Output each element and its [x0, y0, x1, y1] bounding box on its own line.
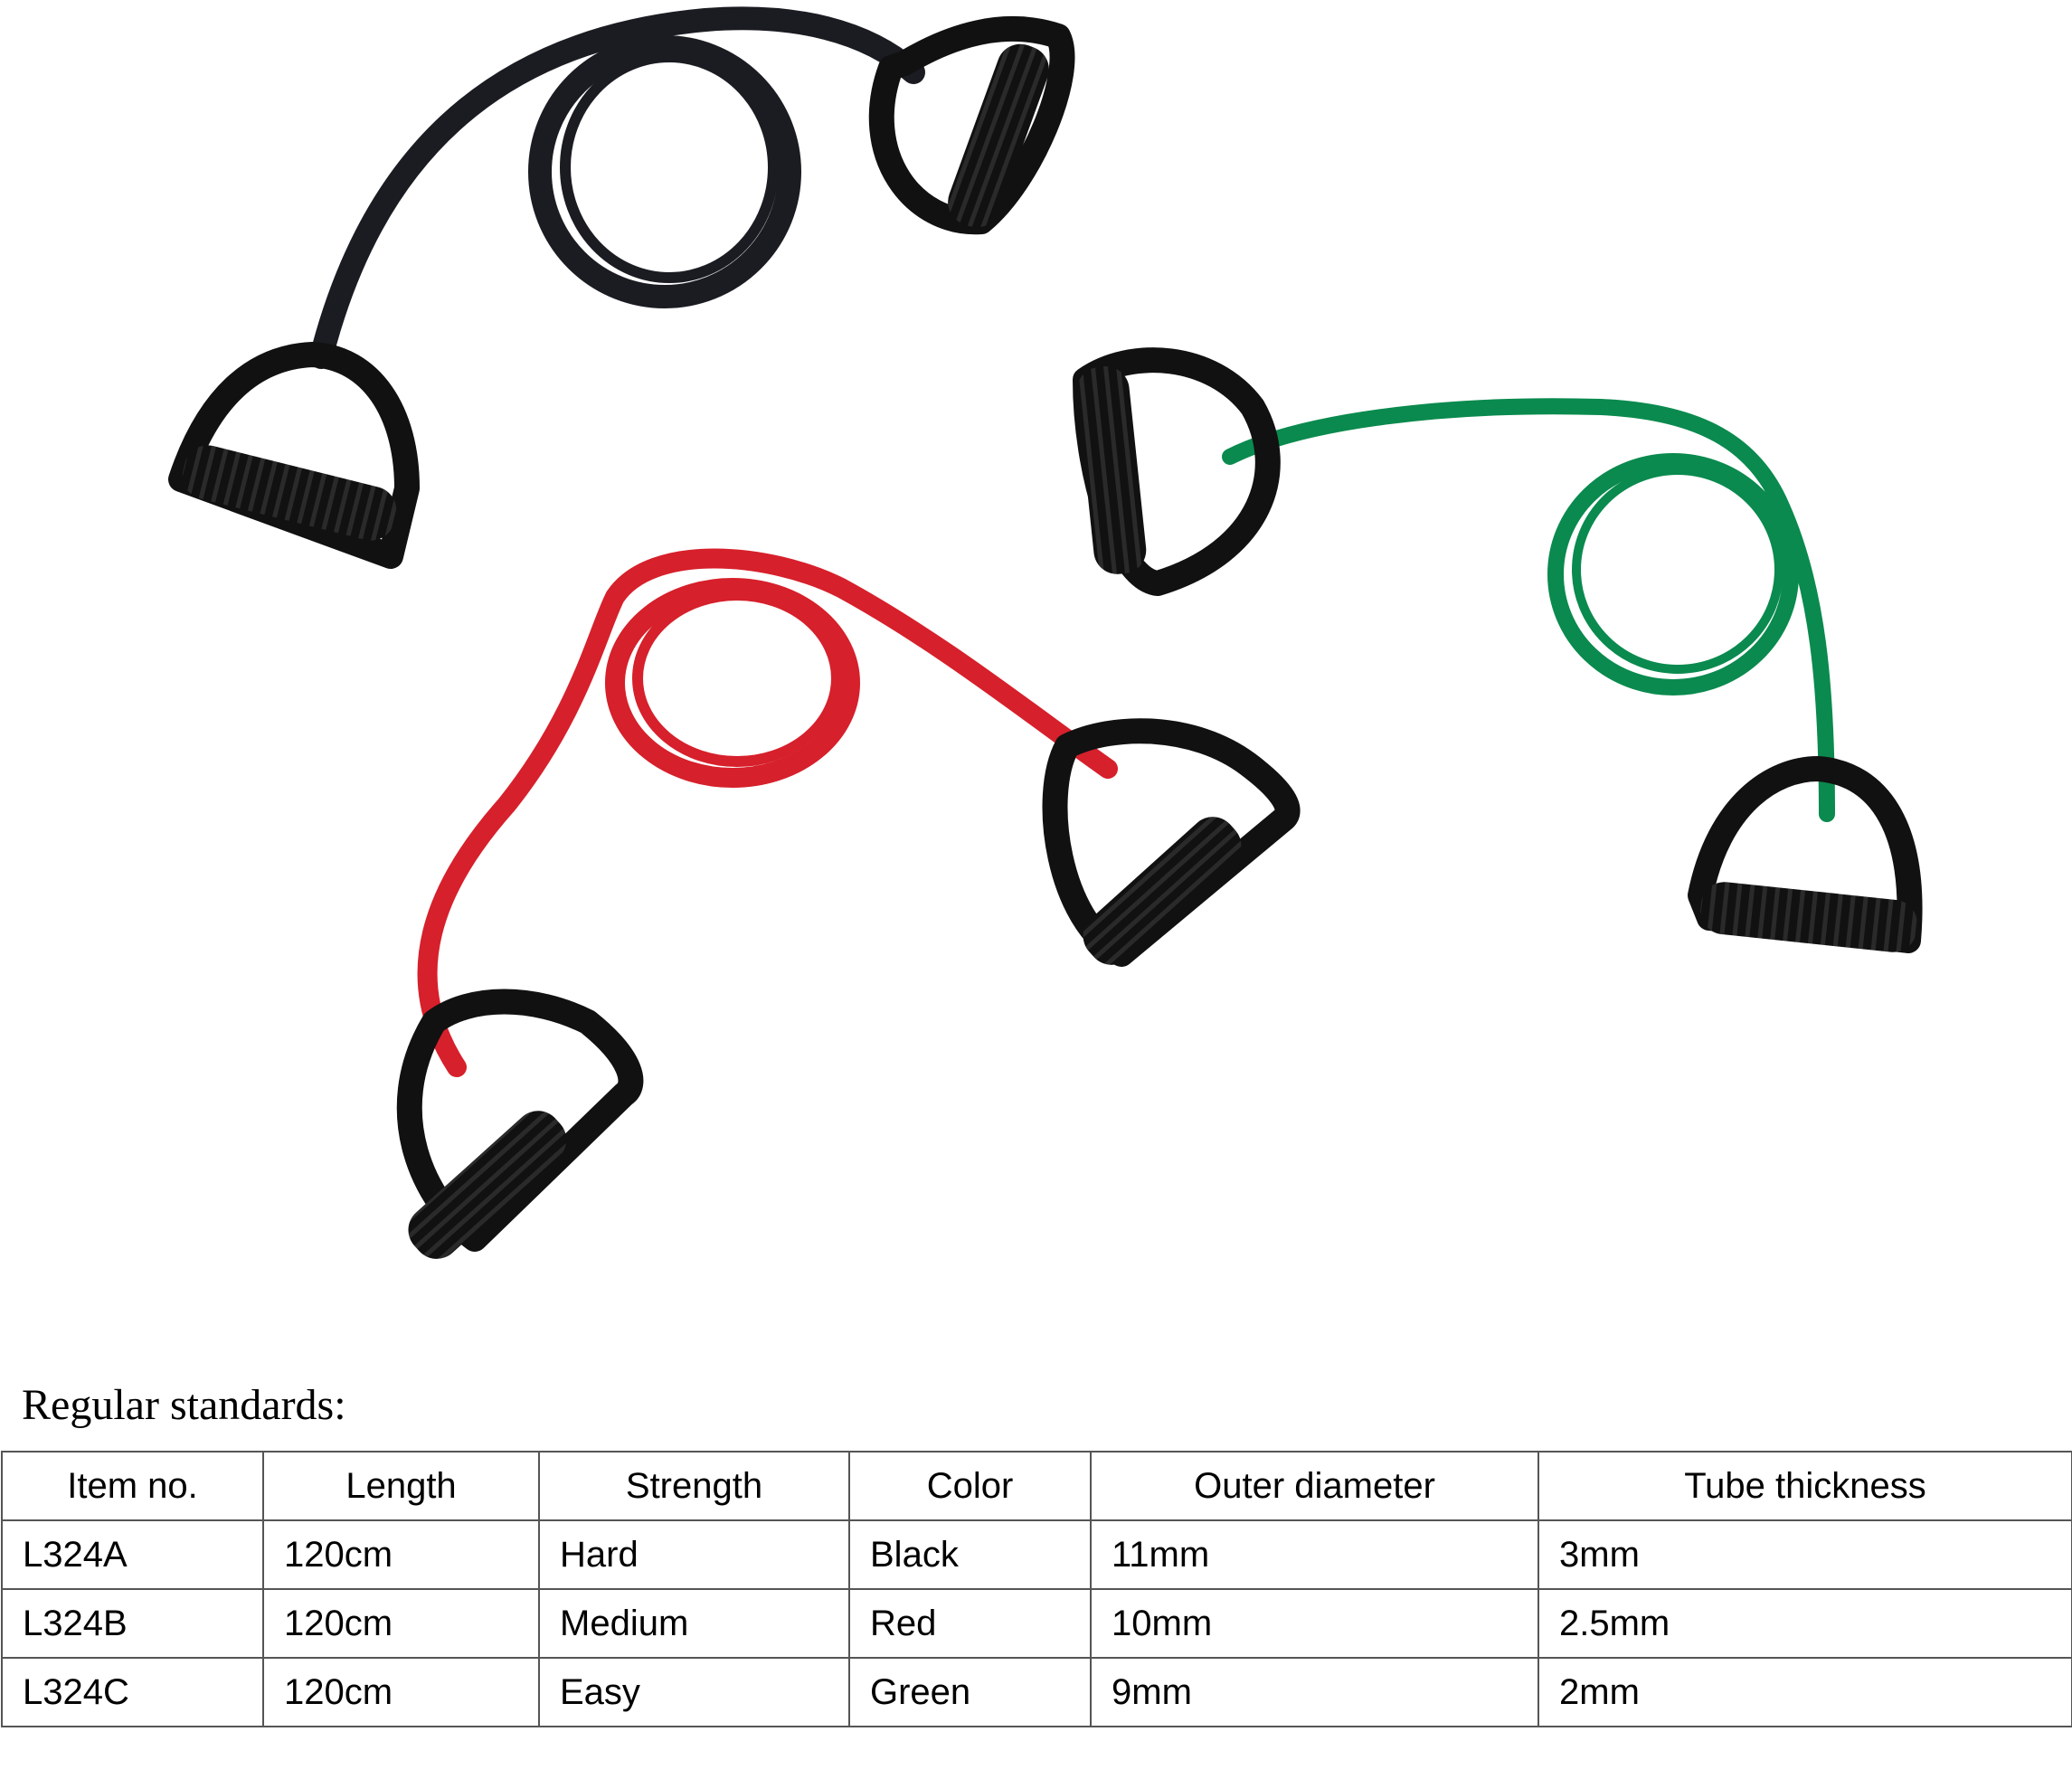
green-band-handle-right [1688, 756, 1923, 953]
cell-color: Green [848, 1657, 1092, 1727]
cell-outer-diameter: 9mm [1090, 1657, 1539, 1727]
cell-length: 120cm [262, 1519, 540, 1590]
cell-strength: Hard [538, 1519, 850, 1590]
black-band-handle-left [168, 342, 420, 569]
red-band-coil [605, 578, 860, 788]
header-item-no: Item no. [1, 1451, 264, 1521]
red-band-handle-left [396, 989, 644, 1259]
green-band-handle-left [1073, 347, 1281, 596]
cell-strength: Medium [538, 1588, 850, 1659]
cell-outer-diameter: 10mm [1090, 1588, 1539, 1659]
table-row: L324B 120cm Medium Red 10mm 2.5mm [1, 1588, 2072, 1659]
header-tube-thickness: Tube thickness [1537, 1451, 2072, 1521]
red-band-tube [417, 548, 1118, 1077]
cell-length: 120cm [262, 1657, 540, 1727]
table-row: L324A 120cm Hard Black 11mm 3mm [1, 1519, 2072, 1590]
cell-tube-thickness: 3mm [1537, 1519, 2072, 1590]
black-band-tube [309, 6, 925, 369]
green-band-tube [1222, 398, 1835, 822]
header-color: Color [848, 1451, 1092, 1521]
green-band-coil-inner [1572, 466, 1783, 674]
cell-outer-diameter: 11mm [1090, 1519, 1539, 1590]
table-header-row: Item no. Length Strength Color Outer dia… [1, 1451, 2072, 1521]
header-length: Length [262, 1451, 540, 1521]
resistance-bands-photo [168, 6, 1923, 1259]
section-heading: Regular standards: [22, 1381, 346, 1429]
black-band-coil-inner [560, 52, 779, 283]
table-row: L324C 120cm Easy Green 9mm 2mm [1, 1657, 2072, 1727]
green-resistance-band [1073, 347, 1923, 953]
black-band-coil [528, 35, 801, 308]
header-outer-diameter: Outer diameter [1090, 1451, 1539, 1521]
black-band-handle-right [868, 15, 1075, 235]
cell-color: Red [848, 1588, 1092, 1659]
cell-item-no: L324C [1, 1657, 264, 1727]
cell-color: Black [848, 1519, 1092, 1590]
cell-item-no: L324A [1, 1519, 264, 1590]
cell-tube-thickness: 2.5mm [1537, 1588, 2072, 1659]
red-band-handle-right [1042, 718, 1301, 967]
red-resistance-band [396, 548, 1301, 1259]
cell-tube-thickness: 2mm [1537, 1657, 2072, 1727]
black-resistance-band [168, 6, 1075, 569]
spec-table: Item no. Length Strength Color Outer dia… [1, 1451, 2072, 1727]
header-strength: Strength [538, 1451, 850, 1521]
cell-item-no: L324B [1, 1588, 264, 1659]
cell-strength: Easy [538, 1657, 850, 1727]
green-band-coil [1547, 453, 1799, 696]
red-band-coil-inner [632, 590, 842, 767]
cell-length: 120cm [262, 1588, 540, 1659]
